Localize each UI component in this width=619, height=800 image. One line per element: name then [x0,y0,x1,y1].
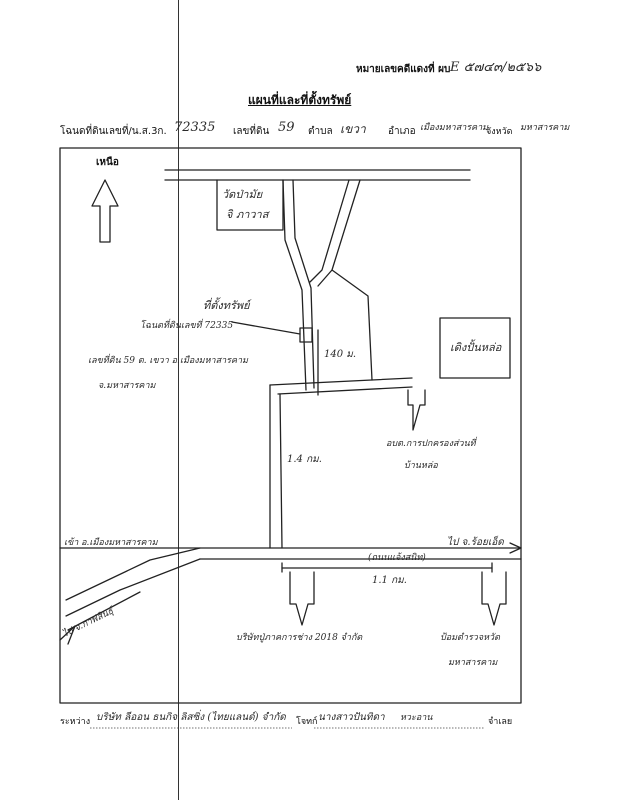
admin-office-label-line1: อบต.การปกครองส่วนที่ [386,439,476,449]
deed-note-leader [231,321,301,335]
road-right-label: ไป จ.ร้อยเอ็ด [447,537,504,548]
distance-1-1-label: 1.1 กม. [372,575,407,586]
plaintiff-name: บริษัท ลีออน ธนกิจ ลิสซิ่ง (ไทยแลนด์) จำ… [96,712,286,723]
admin-office-label-line2: บ้านหล่อ [404,461,438,471]
province-value: มหาสารคาม [520,123,570,133]
defendant-role: จำเลย [488,717,513,727]
lane-left-edge [282,179,307,391]
road-name-label: (ถนนแจ้งสนิท) [368,553,426,563]
temple-box [216,179,284,231]
deed-note-label: โฉนดที่ดินเลขที่ 72335 [140,321,234,331]
village-lane-edge [269,377,413,386]
southwest-road-edge [65,558,201,617]
between-label: ระหว่าง [60,717,91,727]
subdistrict-label: ตำบล [308,126,333,137]
province-label: จังหวัด [486,127,513,137]
property-marker [299,327,313,343]
road-left-label: เข้า อ.เมืองมหาสารคาม [64,538,158,548]
company-label: บริษัทปู่ภาคการช่าง 2018 จำกัด [236,633,363,643]
east-lane-edge [331,269,373,381]
office-pointer-arrow [407,389,426,431]
property-location-label: ที่ตั้งทรัพย์ [203,299,250,312]
district-value: เมืองมหาสารคาม [420,123,489,133]
station-pointer-arrow [481,571,507,626]
north-arrow-icon [91,179,119,243]
land-info-line1: เลขที่ดิน 59 ต. เขวา อ.เมืองมหาสารคาม [88,356,248,366]
distance-1-4-label: 1.4 กม. [287,454,322,465]
main-road-edge [279,393,283,549]
temple-name-line2: จิ ภาวาส [226,208,269,221]
case-number-value: E ๕๗๔๓/๒๕๖๖ [450,60,542,75]
village-building-box [439,317,511,379]
case-number-label: หมายเลขคดีแดงที่ ผบ [356,64,451,75]
distance-140-label: 140 ม. [324,349,357,360]
temple-name-line1: วัดป่ามัย [222,188,263,201]
land-info-line2: จ.มหาสารคาม [98,381,156,391]
village-lane-edge [277,386,413,395]
village-building-label: เดิงปั้นหล่อ [450,341,502,354]
page-title: แผนที่และที่ตั้งทรัพย์ [248,93,352,107]
district-label: อำเภอ [388,126,416,137]
diagonal-lane-edge [309,179,350,283]
scan-fold-line [178,0,179,800]
north-label: เหนือ [96,157,119,168]
company-pointer-arrow [289,571,315,626]
station-label-line2: มหาสารคาม [448,658,498,668]
deed-label: โฉนดที่ดินเลขที่/น.ส.3ก. [60,126,167,137]
highway-east-arrow [509,542,522,554]
station-label-line1: ป้อมตำรวจหวัด [440,633,500,643]
land-number-label: เลขที่ดิน [233,126,270,137]
southwest-arrow-shaft [67,591,141,631]
subdistrict-value: เขวา [340,122,366,136]
defendant-suffix: หวะอาน [400,713,433,723]
southwest-road-edge [65,547,201,601]
map-border [59,147,522,704]
plaintiff-role: โจทก์ [296,717,318,727]
defendant-name: นางสาวปันทิดา [318,712,385,723]
land-number: 59 [278,120,295,135]
deed-number: 72335 [174,120,216,135]
